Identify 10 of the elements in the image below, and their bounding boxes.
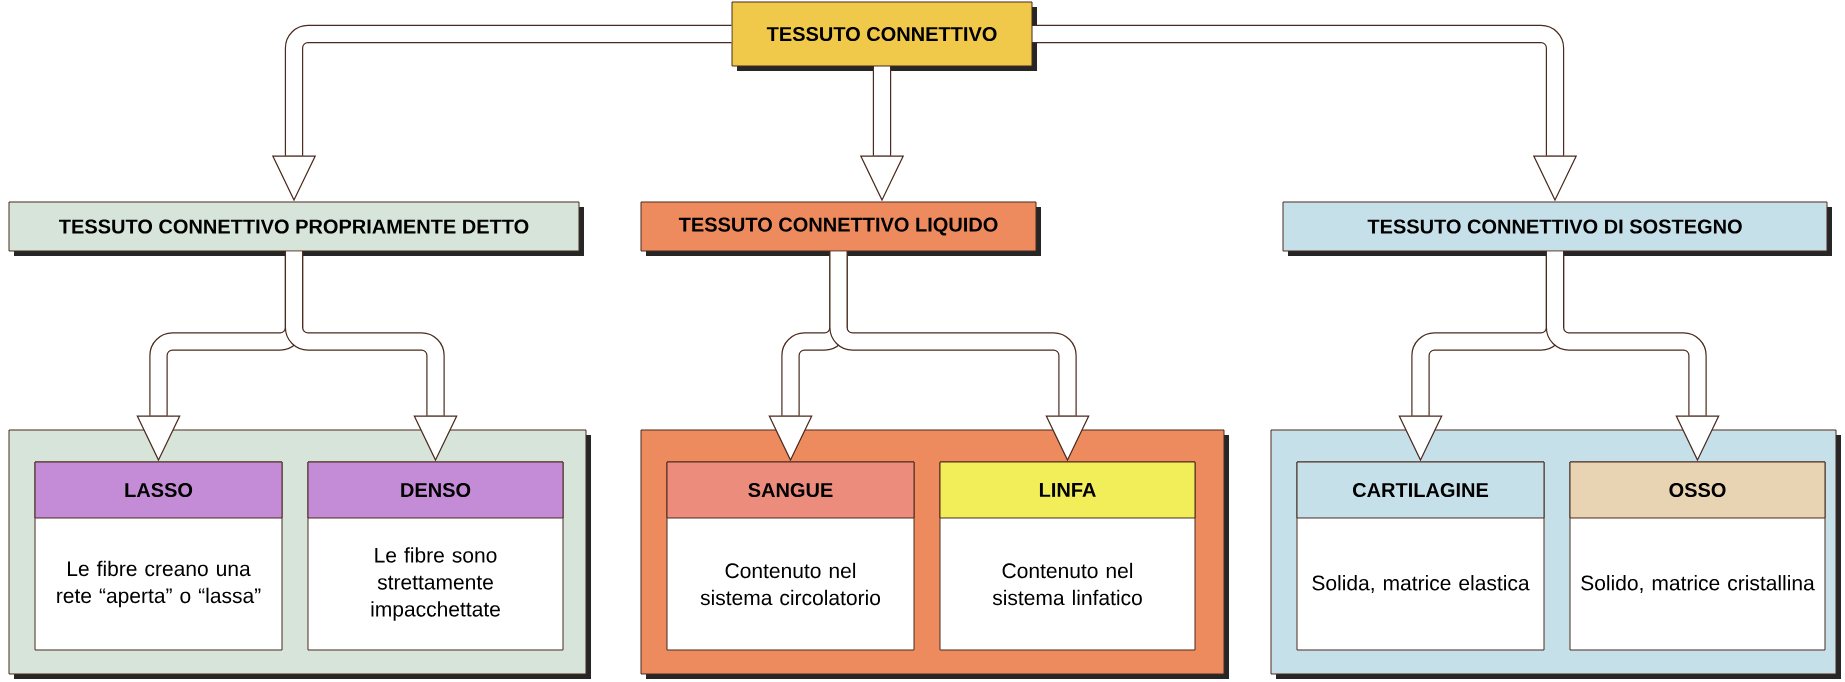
category-box: TESSUTO CONNETTIVO LIQUIDO: [640, 201, 1041, 256]
category-box: TESSUTO CONNETTIVO DI SOSTEGNO: [1282, 201, 1832, 256]
subtype-card: LINFA Contenuto nel sistema linfatico: [939, 461, 1196, 651]
subtype-card: SANGUE Contenuto nel sistema circolatorio: [666, 461, 915, 651]
category-box: TESSUTO CONNETTIVO: [731, 1, 1037, 71]
subtype-card: OSSO Solido, matrice cristallina: [1569, 461, 1826, 651]
category-box: TESSUTO CONNETTIVO PROPRIAMENTE DETTO: [8, 201, 584, 256]
subtype-card: LASSO Le fibre creano una rete “aperta” o “lassa”: [34, 461, 283, 651]
subtype-card: CARTILAGINE Solida, matrice elastica: [1296, 461, 1545, 651]
subtype-card: DENSO Le fibre sono strettamente impacchettate: [307, 461, 564, 651]
